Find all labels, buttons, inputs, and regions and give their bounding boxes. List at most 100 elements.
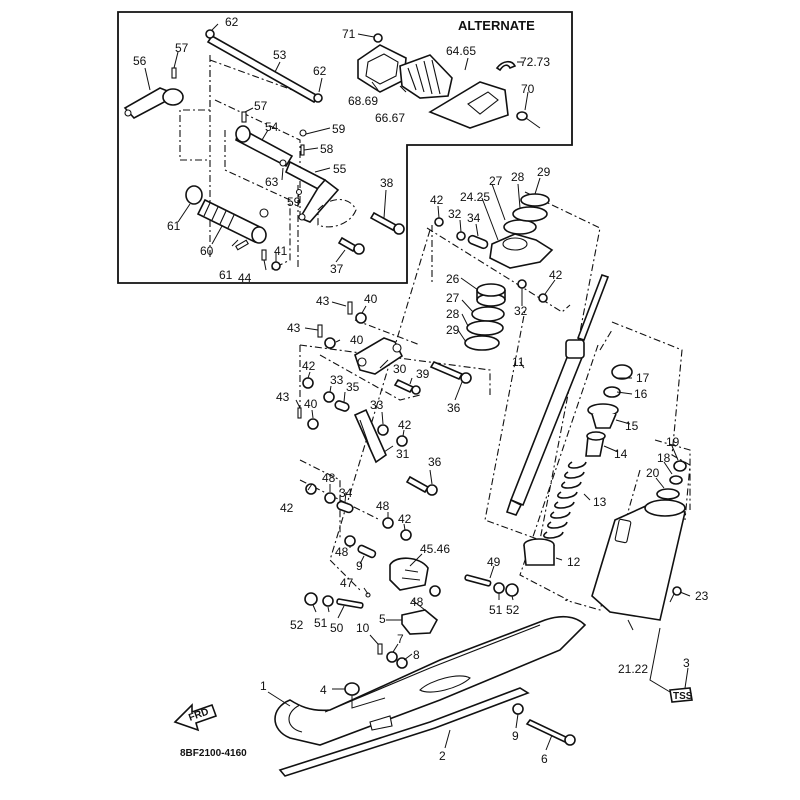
label-4: 4	[320, 683, 327, 697]
label-47: 47	[340, 576, 354, 590]
label-48c: 48	[335, 545, 349, 559]
part-39-bolt	[393, 378, 421, 395]
part-34-spacer-b	[336, 500, 354, 514]
label-40: 40	[364, 292, 378, 306]
label-60: 60	[200, 244, 214, 258]
part-40-nut-c	[307, 418, 319, 430]
label-59: 59	[332, 122, 346, 136]
guide-line	[611, 321, 691, 521]
part-42-nut-d	[396, 435, 408, 447]
label-27b: 27	[446, 291, 460, 305]
label-40c: 40	[304, 397, 318, 411]
label-23: 23	[695, 589, 709, 603]
label-59b: 59	[287, 195, 301, 209]
part-5-stopper	[401, 609, 439, 635]
label-64-65: 64.65	[446, 44, 476, 58]
part-57-pin	[171, 67, 177, 79]
part-27-seal-b	[471, 306, 505, 322]
part-30-link	[354, 337, 404, 375]
label-51b: 51	[489, 603, 503, 617]
part-2-runner	[278, 687, 530, 777]
part-8-washer	[396, 657, 408, 669]
label-15: 15	[625, 419, 639, 433]
label-43c: 43	[276, 390, 290, 404]
label-71: 71	[342, 27, 356, 41]
part-42-nut-f	[400, 529, 412, 541]
part-21-22-shock-body	[591, 499, 686, 621]
part-48-washer-b	[382, 517, 394, 529]
part-52-nut-b	[304, 592, 318, 606]
label-36b: 36	[428, 455, 442, 469]
part-40-nut	[355, 312, 367, 324]
label-63: 63	[265, 175, 279, 189]
part-14-bump-stop	[585, 431, 606, 457]
part-27-seal	[503, 219, 537, 235]
part-33-washer	[323, 391, 335, 403]
label-17: 17	[636, 371, 650, 385]
part-66-67-boot	[399, 54, 453, 99]
label-31: 31	[396, 447, 410, 461]
label-39: 39	[416, 367, 430, 381]
part-38-bolt	[369, 211, 405, 235]
part-12-spring-seat	[523, 538, 555, 566]
part-51-washer	[493, 582, 505, 594]
part-64-65-housing	[428, 81, 509, 129]
inset-title: ALTERNATE	[458, 18, 535, 33]
guide-line	[519, 329, 613, 601]
label-32: 32	[448, 207, 462, 221]
label-7: 7	[397, 632, 404, 646]
label-61b: 61	[219, 268, 233, 282]
label-32b: 32	[514, 304, 528, 318]
label-55: 55	[333, 162, 347, 176]
part-47-pin	[365, 592, 371, 598]
part-28-washer-b	[466, 320, 504, 336]
part-15-spring-seat	[587, 403, 619, 429]
part-6-bolt-head	[564, 734, 576, 746]
part-68-69-base	[357, 33, 407, 93]
part-43-pin-b	[317, 324, 323, 338]
label-18: 18	[657, 451, 671, 465]
label-28b: 28	[446, 307, 460, 321]
label-42e: 42	[280, 501, 294, 515]
part-58-pin	[300, 144, 305, 156]
label-14: 14	[614, 447, 628, 461]
part-56-lever	[123, 87, 184, 119]
label-40b: 40	[350, 333, 364, 347]
label-61: 61	[167, 219, 181, 233]
label-21-22: 21.22	[618, 662, 648, 676]
label-58: 58	[320, 142, 334, 156]
part-63-ring	[279, 159, 287, 167]
part-40-nut-b	[324, 337, 336, 349]
label-66-67: 66.67	[375, 111, 405, 125]
part-19-nut	[673, 460, 687, 472]
part-70-screw	[516, 111, 541, 129]
part-51-washer-b	[322, 595, 334, 607]
part-42-nut	[434, 217, 444, 227]
label-70: 70	[521, 82, 535, 96]
label-54: 54	[265, 120, 279, 134]
part-61-clamp	[185, 185, 203, 205]
label-62b: 62	[313, 64, 327, 78]
part-35-spacer	[334, 400, 350, 412]
part-37-bolt	[337, 236, 365, 255]
label-41: 41	[274, 244, 288, 258]
label-2: 2	[439, 749, 446, 763]
part-50-pin	[336, 598, 364, 609]
label-68-69: 68.69	[348, 94, 378, 108]
label-42b: 42	[549, 268, 563, 282]
label-48b: 48	[376, 499, 390, 513]
guide-line	[351, 695, 386, 709]
part-43-pin-c	[297, 407, 302, 419]
label-24-25: 24.25	[460, 190, 490, 204]
label-33b: 33	[370, 398, 384, 412]
label-35: 35	[346, 380, 360, 394]
label-33: 33	[330, 373, 344, 387]
label-72-73: 72.73	[520, 55, 550, 69]
label-42d: 42	[398, 418, 412, 432]
label-34: 34	[467, 211, 481, 225]
leader-lines	[144, 23, 691, 751]
guide-line	[299, 459, 381, 540]
label-42f: 42	[398, 512, 412, 526]
guide-line	[224, 130, 291, 271]
label-29b: 29	[446, 323, 460, 337]
